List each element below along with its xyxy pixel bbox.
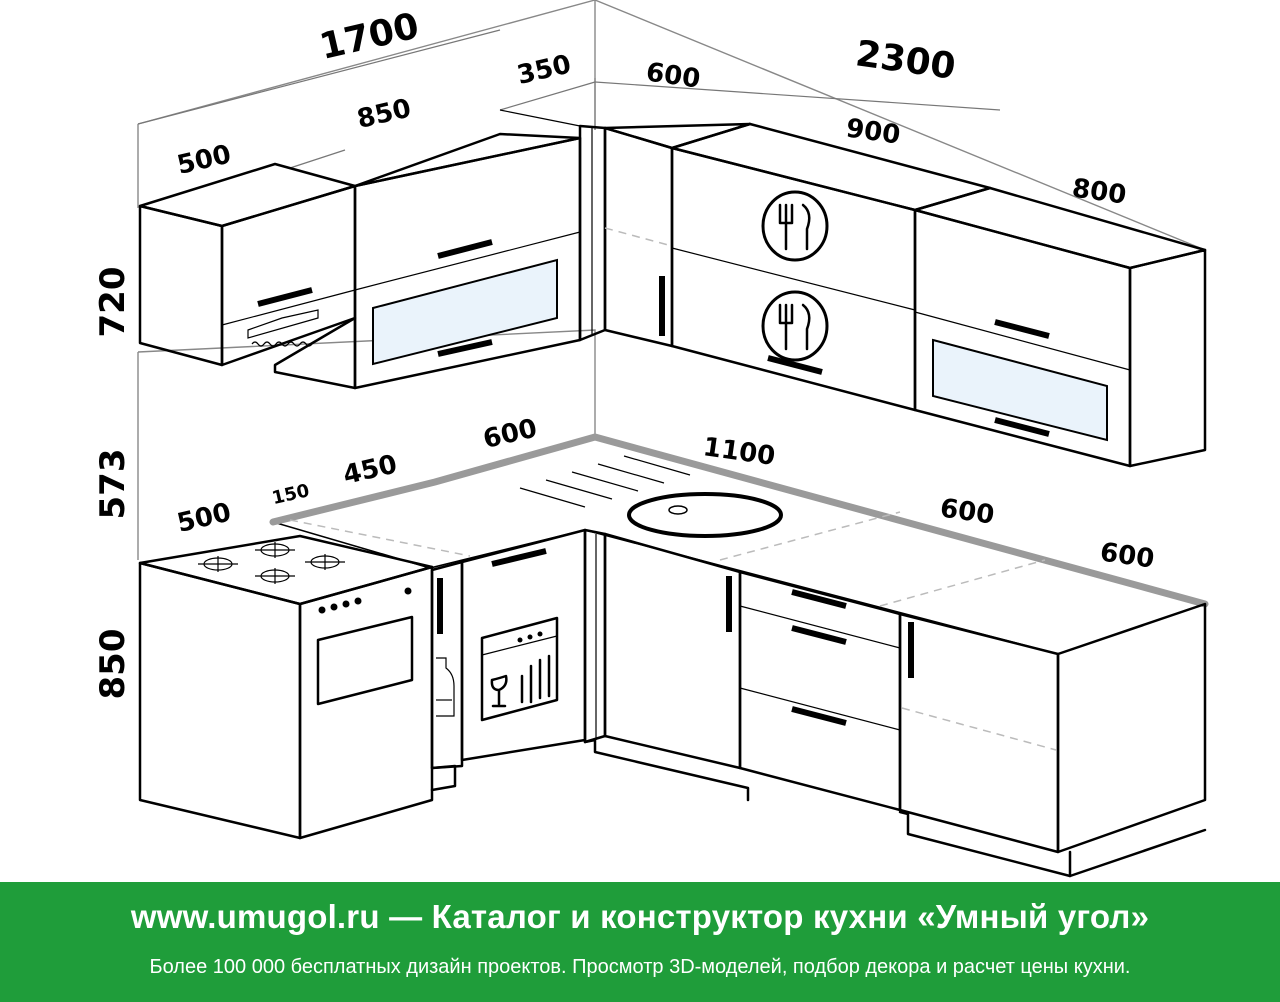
base-end-cabinet	[898, 602, 1207, 854]
glass-window-right	[932, 338, 1108, 442]
drainer-grooves	[519, 455, 691, 508]
plinth	[430, 738, 1207, 878]
dim-base-end: 600	[1098, 537, 1156, 574]
plate-cutlery-icon	[761, 290, 829, 362]
base-gap-cabinet	[430, 560, 464, 770]
dim-upper-right-first: 600	[644, 57, 702, 94]
dim-base-dishwasher: 450	[340, 449, 400, 490]
dim-upper-left-total: 1700	[316, 6, 423, 68]
glass-window-left	[372, 258, 558, 366]
upper-cabinet-hood	[138, 162, 357, 390]
dim-base-corner: 600	[480, 413, 540, 454]
dim-upper-right-third: 800	[1070, 173, 1128, 210]
dim-upper-right-second: 900	[844, 113, 902, 150]
hood-vent-icon	[247, 309, 319, 347]
gas-stove	[138, 534, 434, 840]
dim-height-upper: 720	[93, 267, 133, 338]
dishwasher	[460, 528, 587, 762]
upper-cabinet-glass-right	[913, 186, 1207, 468]
dishwasher-icon	[480, 616, 559, 722]
base-sink-cabinet	[603, 532, 742, 770]
dim-base-gap: 150	[270, 480, 311, 509]
sink-bowl	[627, 492, 783, 538]
plate-cutlery-icon	[761, 190, 829, 262]
footer-title[interactable]: www.umugol.ru — Каталог и конструктор ку…	[130, 898, 1150, 935]
countertop	[269, 433, 1209, 655]
stove-knobs	[318, 587, 412, 614]
base-drawers-cabinet	[738, 570, 902, 812]
dim-upper-left-first: 500	[174, 139, 234, 180]
sink-drain	[668, 505, 688, 515]
upper-cabinet-right-1	[603, 122, 752, 348]
dim-upper-left-second: 850	[354, 93, 414, 134]
dim-height-base: 850	[93, 629, 133, 700]
oven-door	[316, 615, 414, 706]
dim-base-stove: 500	[174, 497, 234, 538]
footer-banner: www.umugol.ru — Каталог и конструктор ку…	[0, 882, 1280, 1002]
corner-base-column	[583, 528, 607, 744]
burner-icon	[198, 542, 345, 584]
dim-base-drawers: 600	[938, 493, 996, 530]
footer-subtitle: Более 100 000 бесплатных дизайн проектов…	[149, 956, 1131, 978]
dim-upper-left-corner: 350	[514, 49, 574, 90]
dim-height-gap: 573	[93, 449, 133, 520]
bottle-icon	[436, 657, 455, 717]
kitchen-layout-drawing: 1700 2300 500 850 350 600 900 800 720 57…	[93, 0, 1209, 878]
dimension-lines	[137, 29, 1001, 169]
upper-cabinet-glass-left	[353, 132, 582, 390]
dim-upper-right-total: 2300	[853, 33, 958, 88]
